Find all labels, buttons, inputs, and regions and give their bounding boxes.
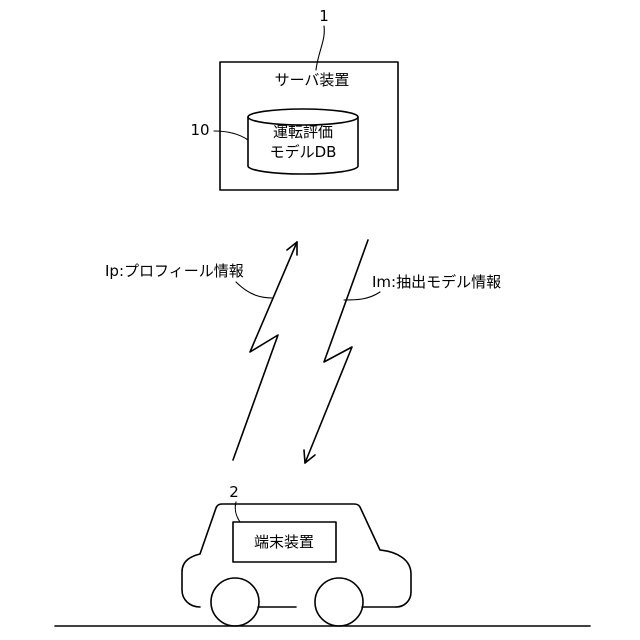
database-leader-line xyxy=(214,131,248,140)
downlink-signal-arrow: Im:抽出モデル情報 xyxy=(304,240,501,463)
vehicle: 端末装置 2 xyxy=(182,483,411,626)
terminal-label: 端末装置 xyxy=(254,533,314,551)
uplink-signal-arrow: Ip:プロフィール情報 xyxy=(105,242,297,460)
uplink-label: Ip:プロフィール情報 xyxy=(105,262,244,280)
vehicle-body-outline xyxy=(182,504,411,607)
database-ref-number: 10 xyxy=(190,121,209,139)
database-cylinder: 運転評価 モデルDB xyxy=(248,109,358,174)
server-leader-line xyxy=(316,26,324,70)
terminal-ref-number: 2 xyxy=(229,483,239,501)
vehicle-wheel-front xyxy=(211,578,259,626)
downlink-label: Im:抽出モデル情報 xyxy=(372,273,501,291)
downlink-zigzag xyxy=(305,240,368,463)
database-label-line1: 運転評価 xyxy=(273,123,333,141)
vehicle-wheel-rear xyxy=(315,578,363,626)
terminal-leader-line xyxy=(235,502,240,522)
database-label-line2: モデルDB xyxy=(270,143,337,161)
server-ref-number: 1 xyxy=(319,7,329,25)
uplink-leader-line xyxy=(236,282,273,298)
server-label: サーバ装置 xyxy=(275,71,350,89)
server-block: サーバ装置 1 運転評価 モデルDB 10 xyxy=(190,7,398,190)
